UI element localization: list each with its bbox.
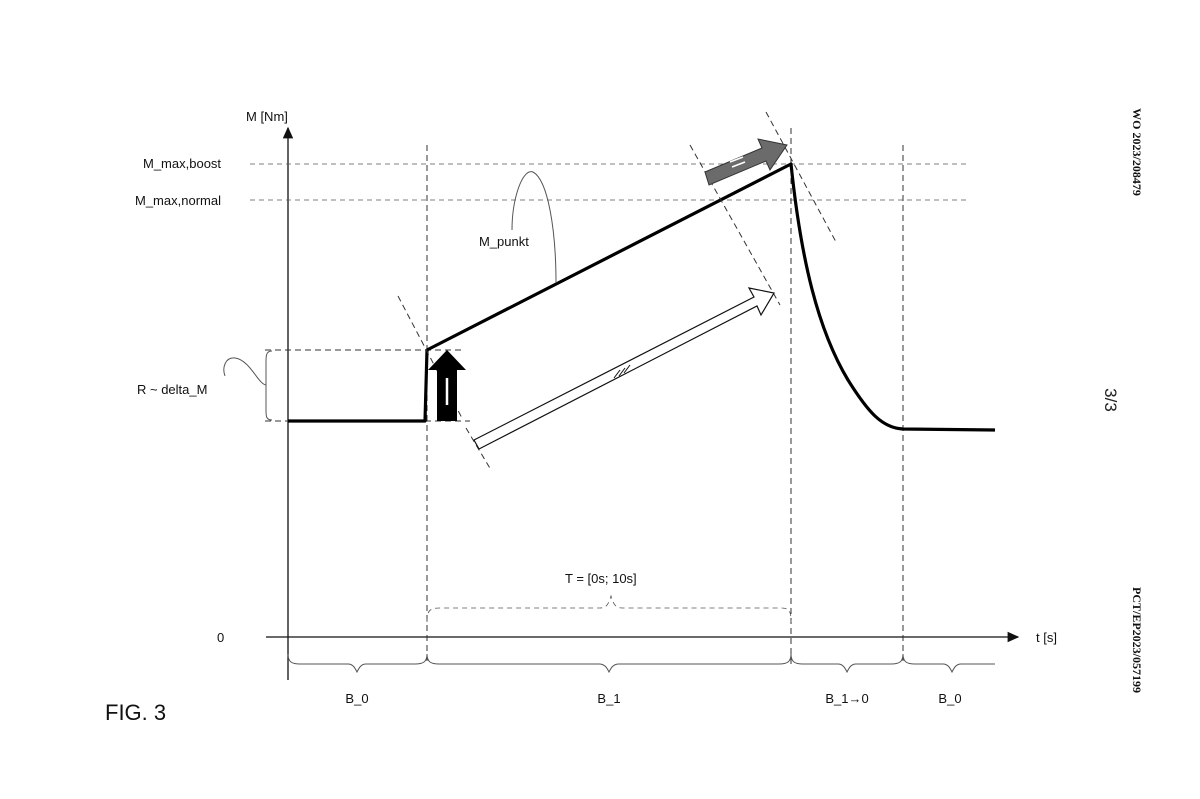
phase-brace-1 (288, 654, 427, 672)
torque-curve (288, 164, 995, 430)
time-window-label: T = [0s; 10s] (565, 571, 637, 586)
step-label: R ~ delta_M (137, 382, 207, 397)
max-normal-label: M_max,normal (135, 193, 221, 208)
phase-brace-4 (903, 654, 995, 672)
page-number: 3/3 (1101, 388, 1120, 412)
guide-peak (766, 112, 836, 242)
phase-label-3: B_1→0 (825, 691, 868, 706)
step-bracket (266, 351, 272, 420)
time-window-bracket (427, 596, 791, 622)
step-leader (224, 358, 266, 385)
phase-brace-3 (791, 654, 903, 672)
x-axis-label: t [s] (1036, 630, 1057, 645)
origin-label: 0 (217, 630, 224, 645)
publication-number: WO 2023/208479 (1130, 108, 1144, 196)
phase-label-1: B_0 (345, 691, 368, 706)
phase-label-4: B_0 (938, 691, 961, 706)
max-boost-label: M_max,boost (143, 156, 221, 171)
figure-label: FIG. 3 (105, 700, 166, 725)
y-axis-label: M [Nm] (246, 109, 288, 124)
arrow-two (705, 139, 787, 185)
slope-leader (512, 172, 556, 283)
application-number: PCT/EP2023/057199 (1130, 587, 1144, 693)
phase-brace-2 (427, 654, 791, 672)
slope-label: M_punkt (479, 234, 529, 249)
phase-label-2: B_1 (597, 691, 620, 706)
